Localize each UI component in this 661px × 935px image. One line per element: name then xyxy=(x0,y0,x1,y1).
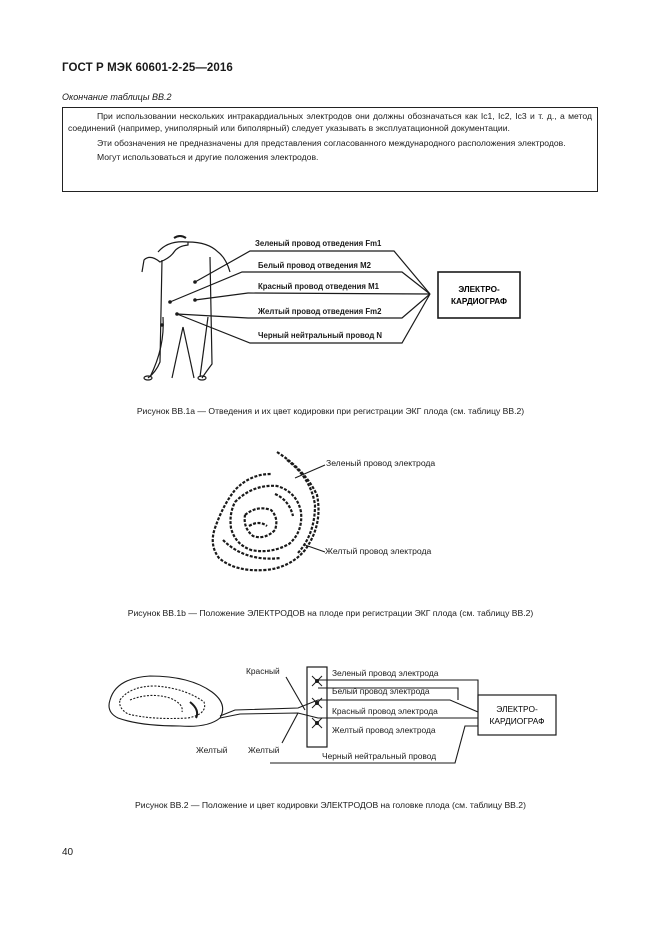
lead-label-fm2: Желтый провод отведения Fm2 xyxy=(257,307,382,316)
lead-label-fm1: Зеленый провод отведения Fm1 xyxy=(255,239,382,248)
wire-label-black: Черный нейтральный провод xyxy=(322,751,436,761)
electrode-leader-lines xyxy=(294,464,326,553)
figure-1-diagram: Зеленый провод отведения Fm1 Белый прово… xyxy=(141,235,521,381)
green-electrode-label: Зеленый провод электрода xyxy=(326,458,435,468)
figure-2-caption: Рисунок ВВ.1b — Положение ЭЛЕКТРОДОВ на … xyxy=(127,608,534,618)
note-paragraph-1: При использовании нескольких интракардиа… xyxy=(68,111,592,133)
note-box: При использовании нескольких интракардиа… xyxy=(62,107,598,192)
wire-label-yellow: Желтый провод электрода xyxy=(332,725,436,735)
yellow-label-left: Желтый xyxy=(196,745,228,755)
body-outline xyxy=(141,235,231,381)
lead-label-n: Черный нейтральный провод N xyxy=(258,331,382,340)
connector-pins xyxy=(311,675,323,729)
ecg-device-box-2 xyxy=(477,694,557,736)
note-paragraph-3: Могут использоваться и другие положения … xyxy=(97,152,319,163)
page-header: ГОСТ Р МЭК 60601-2-25—2016 xyxy=(62,62,233,74)
device-label-line2: КАРДИОГРАФ xyxy=(451,297,507,306)
figure-2-diagram: Зеленый провод электрода Желтый провод э… xyxy=(211,451,435,572)
ecg-device-box xyxy=(437,271,521,319)
connector-block xyxy=(306,666,328,748)
yellow-electrode-label: Желтый провод электрода xyxy=(325,546,431,556)
figure-3-diagram: Красный Желтый Желтый Зеленый провод эле… xyxy=(108,666,557,764)
figure-1-caption: Рисунок ВВ.1а — Отведения и их цвет коди… xyxy=(136,406,525,416)
yellow-label-right: Желтый xyxy=(248,745,280,755)
note-paragraph-2: Эти обозначения не предназначены для пре… xyxy=(97,137,566,148)
device2-label-line1: ЭЛЕКТРО- xyxy=(496,704,538,714)
fetal-wires xyxy=(219,676,479,764)
device2-label-line2: КАРДИОГРАФ xyxy=(490,716,545,726)
lead-label-m2: Белый провод отведения M2 xyxy=(258,261,372,270)
wire-label-green: Зеленый провод электрода xyxy=(332,668,439,678)
fetus-outline xyxy=(211,451,320,572)
wire-label-red: Красный провод электрода xyxy=(332,706,438,716)
red-label: Красный xyxy=(246,666,280,676)
wire-label-white: Белый провод электрода xyxy=(332,686,430,696)
figure-3-caption: Рисунок ВВ.2 — Положение и цвет кодировк… xyxy=(135,800,526,810)
lead-label-m1: Красный провод отведения M1 xyxy=(258,282,380,291)
table-caption: Окончание таблицы ВВ.2 xyxy=(62,92,172,102)
fetal-head-outline xyxy=(108,675,224,727)
page-number: 40 xyxy=(62,847,74,858)
lead-wires xyxy=(169,250,431,344)
device-label-line1: ЭЛЕКТРО- xyxy=(458,285,500,294)
